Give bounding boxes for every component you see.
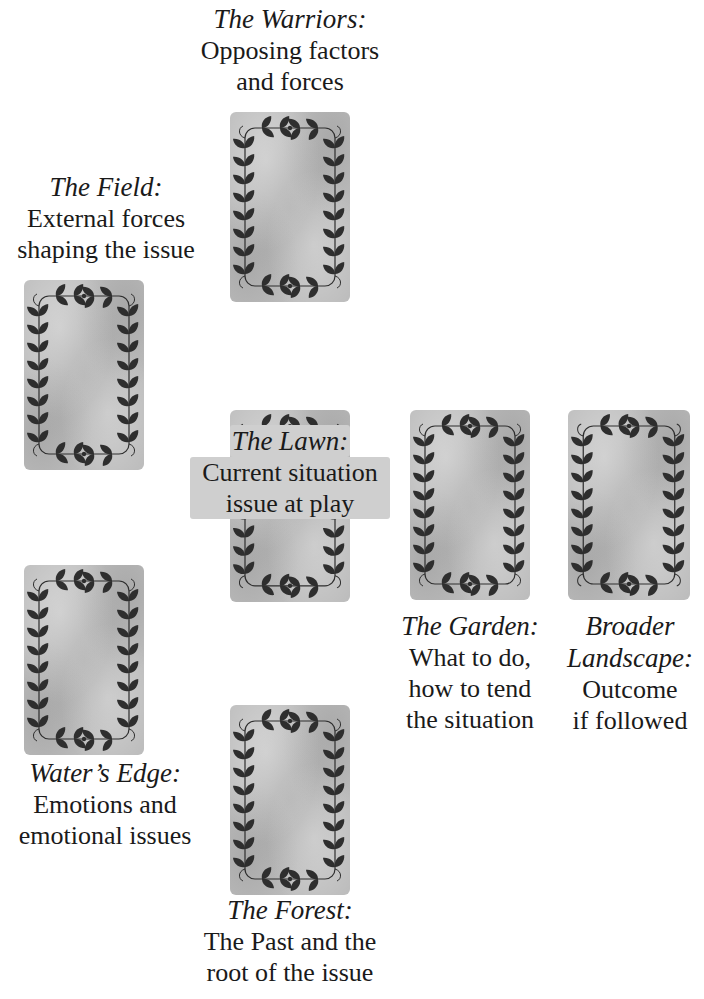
position-name: The Field: bbox=[49, 171, 162, 203]
card-back bbox=[24, 565, 144, 755]
leaf-frame bbox=[568, 410, 690, 600]
position-name: Water’s Edge: bbox=[29, 757, 181, 789]
card-back bbox=[230, 112, 350, 302]
position-meaning: Opposing factors and forces bbox=[190, 35, 390, 97]
position-label: The Lawn:Current situation issue at play bbox=[190, 425, 390, 519]
tarot-card: The Warriors:Opposing factors and forces bbox=[230, 112, 350, 302]
card-back bbox=[568, 410, 690, 600]
card-back bbox=[24, 280, 144, 470]
position-name: Broader Landscape: bbox=[560, 610, 700, 674]
position-meaning: Outcome if followed bbox=[572, 674, 689, 736]
position-name: The Lawn: bbox=[230, 425, 350, 457]
tarot-card: The Field:External forces shaping the is… bbox=[24, 280, 144, 470]
card-back bbox=[230, 705, 350, 895]
leaf-frame bbox=[24, 280, 144, 470]
position-label: The Garden:What to do, how to tend the s… bbox=[390, 610, 550, 735]
tarot-card: The Forest:The Past and the root of the … bbox=[230, 705, 350, 895]
position-label: The Warriors:Opposing factors and forces bbox=[180, 3, 400, 97]
tarot-card: The Garden:What to do, how to tend the s… bbox=[410, 410, 530, 600]
position-name: The Warriors: bbox=[214, 3, 367, 35]
leaf-frame bbox=[230, 705, 350, 895]
position-name: The Forest: bbox=[227, 894, 353, 926]
position-name: The Garden: bbox=[401, 610, 539, 642]
tarot-card: The Lawn:Current situation issue at play bbox=[230, 410, 350, 602]
position-meaning: Current situation issue at play bbox=[190, 457, 390, 519]
position-meaning: Emotions and emotional issues bbox=[15, 789, 195, 851]
leaf-frame bbox=[24, 565, 144, 755]
position-label: The Field:External forces shaping the is… bbox=[6, 171, 206, 265]
tarot-card: Broader Landscape:Outcome if followed bbox=[568, 410, 690, 600]
position-meaning: What to do, how to tend the situation bbox=[395, 642, 545, 735]
position-label: Broader Landscape:Outcome if followed bbox=[560, 610, 700, 736]
position-meaning: External forces shaping the issue bbox=[6, 203, 206, 265]
leaf-frame bbox=[230, 112, 350, 302]
tarot-card: Water’s Edge:Emotions and emotional issu… bbox=[24, 565, 144, 755]
position-meaning: The Past and the root of the issue bbox=[183, 926, 398, 988]
leaf-frame bbox=[410, 410, 530, 600]
position-label: The Forest:The Past and the root of the … bbox=[180, 894, 400, 988]
position-label: Water’s Edge:Emotions and emotional issu… bbox=[5, 757, 205, 851]
card-back bbox=[410, 410, 530, 600]
